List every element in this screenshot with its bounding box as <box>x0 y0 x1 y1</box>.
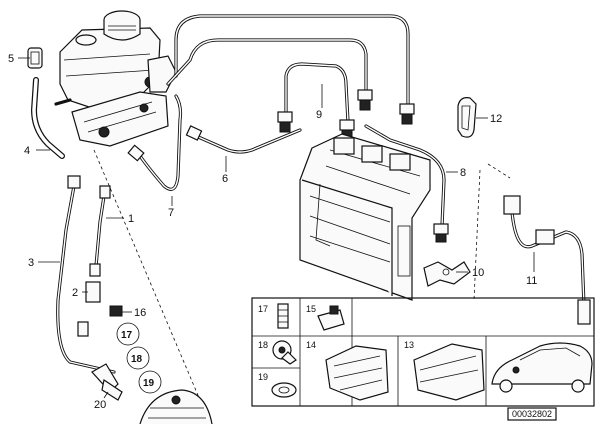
master-cylinder-reservoir <box>54 10 177 147</box>
brake-pipes <box>31 14 586 401</box>
inset-label-14: 14 <box>306 340 316 350</box>
inset-label-18: 18 <box>258 340 268 350</box>
callout-3: 3 <box>28 257 34 269</box>
mounting-bracket <box>423 261 471 287</box>
callouts: 5 4 3 1 2 16 20 7 6 9 8 10 12 11 <box>8 53 537 411</box>
brake-booster <box>139 389 213 424</box>
callout-6: 6 <box>222 173 228 185</box>
callout-19-circle: 19 <box>143 378 155 389</box>
car-location-icon <box>491 342 593 393</box>
callout-5: 5 <box>8 53 14 65</box>
callout-16: 16 <box>134 307 146 319</box>
callout-1: 1 <box>128 213 134 225</box>
callout-8: 8 <box>460 167 466 179</box>
inset-label-13: 13 <box>404 340 414 350</box>
callout-4: 4 <box>24 145 30 157</box>
callout-7: 7 <box>168 207 174 219</box>
callout-18-circle: 18 <box>131 354 143 365</box>
diagram-id: 00032802 <box>512 409 552 419</box>
circled-parts: 17 18 19 <box>116 322 162 394</box>
grommet <box>457 97 477 138</box>
inset-label-17: 17 <box>258 304 268 314</box>
inset-label-19: 19 <box>258 372 268 382</box>
callout-10: 10 <box>472 267 484 279</box>
callout-20: 20 <box>94 399 106 411</box>
hose-clip <box>27 47 43 69</box>
callout-9: 9 <box>316 109 322 121</box>
hydraulic-unit <box>299 133 431 301</box>
callout-12: 12 <box>490 113 502 125</box>
diagram-id-box: 00032802 <box>507 407 557 421</box>
inset-panel: 17 15 18 14 13 19 <box>251 297 595 407</box>
callout-2: 2 <box>72 287 78 299</box>
inset-label-15: 15 <box>306 304 316 314</box>
callout-17-circle: 17 <box>121 330 133 341</box>
callout-11: 11 <box>526 275 537 287</box>
